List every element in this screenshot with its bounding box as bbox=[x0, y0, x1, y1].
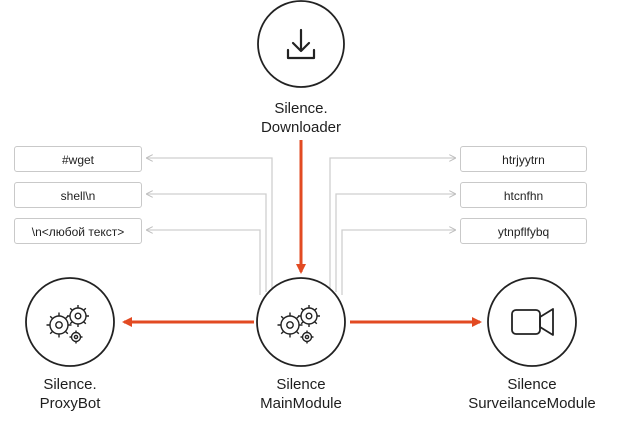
left-command-box: #wget bbox=[14, 146, 142, 172]
left-command-box: shell\n bbox=[14, 182, 142, 208]
proxybot-label: Silence. ProxyBot bbox=[10, 375, 130, 413]
proxybot-node bbox=[25, 277, 115, 367]
surveillance-node bbox=[487, 277, 577, 367]
left-command-box: \n<любой текст> bbox=[14, 218, 142, 244]
main-module-label: Silence MainModule bbox=[241, 375, 361, 413]
main-module-label-line2: MainModule bbox=[260, 395, 342, 412]
main-module-node bbox=[256, 277, 346, 367]
proxybot-label-line1: Silence. bbox=[43, 376, 97, 393]
proxybot-label-line2: ProxyBot bbox=[39, 395, 101, 412]
connector-left-1 bbox=[147, 158, 273, 290]
downloader-label: Silence. Downloader bbox=[241, 99, 361, 137]
downloader-label-line1: Silence. bbox=[274, 100, 328, 117]
gears-icon bbox=[277, 305, 320, 344]
connector-right-1 bbox=[329, 158, 455, 290]
right-command-box: htrjyytrn bbox=[460, 146, 587, 172]
main-module-label-line1: Silence bbox=[276, 376, 326, 393]
connector-left-2 bbox=[147, 194, 267, 292]
connector-left-3 bbox=[147, 230, 261, 295]
connector-right-2 bbox=[335, 194, 455, 292]
surveillance-label-line2: SurveilanceModule bbox=[468, 395, 596, 412]
download-icon bbox=[286, 28, 316, 60]
video-camera-icon bbox=[511, 308, 554, 336]
connector-right-3 bbox=[341, 230, 455, 295]
downloader-node bbox=[257, 0, 345, 88]
downloader-label-line2: Downloader bbox=[260, 119, 342, 136]
right-command-box: htcnfhn bbox=[460, 182, 587, 208]
right-command-box: ytnpflfybq bbox=[460, 218, 587, 244]
gears-icon bbox=[46, 305, 89, 344]
surveillance-label-line1: Silence bbox=[507, 376, 557, 393]
surveillance-label: Silence SurveilanceModule bbox=[452, 375, 612, 413]
